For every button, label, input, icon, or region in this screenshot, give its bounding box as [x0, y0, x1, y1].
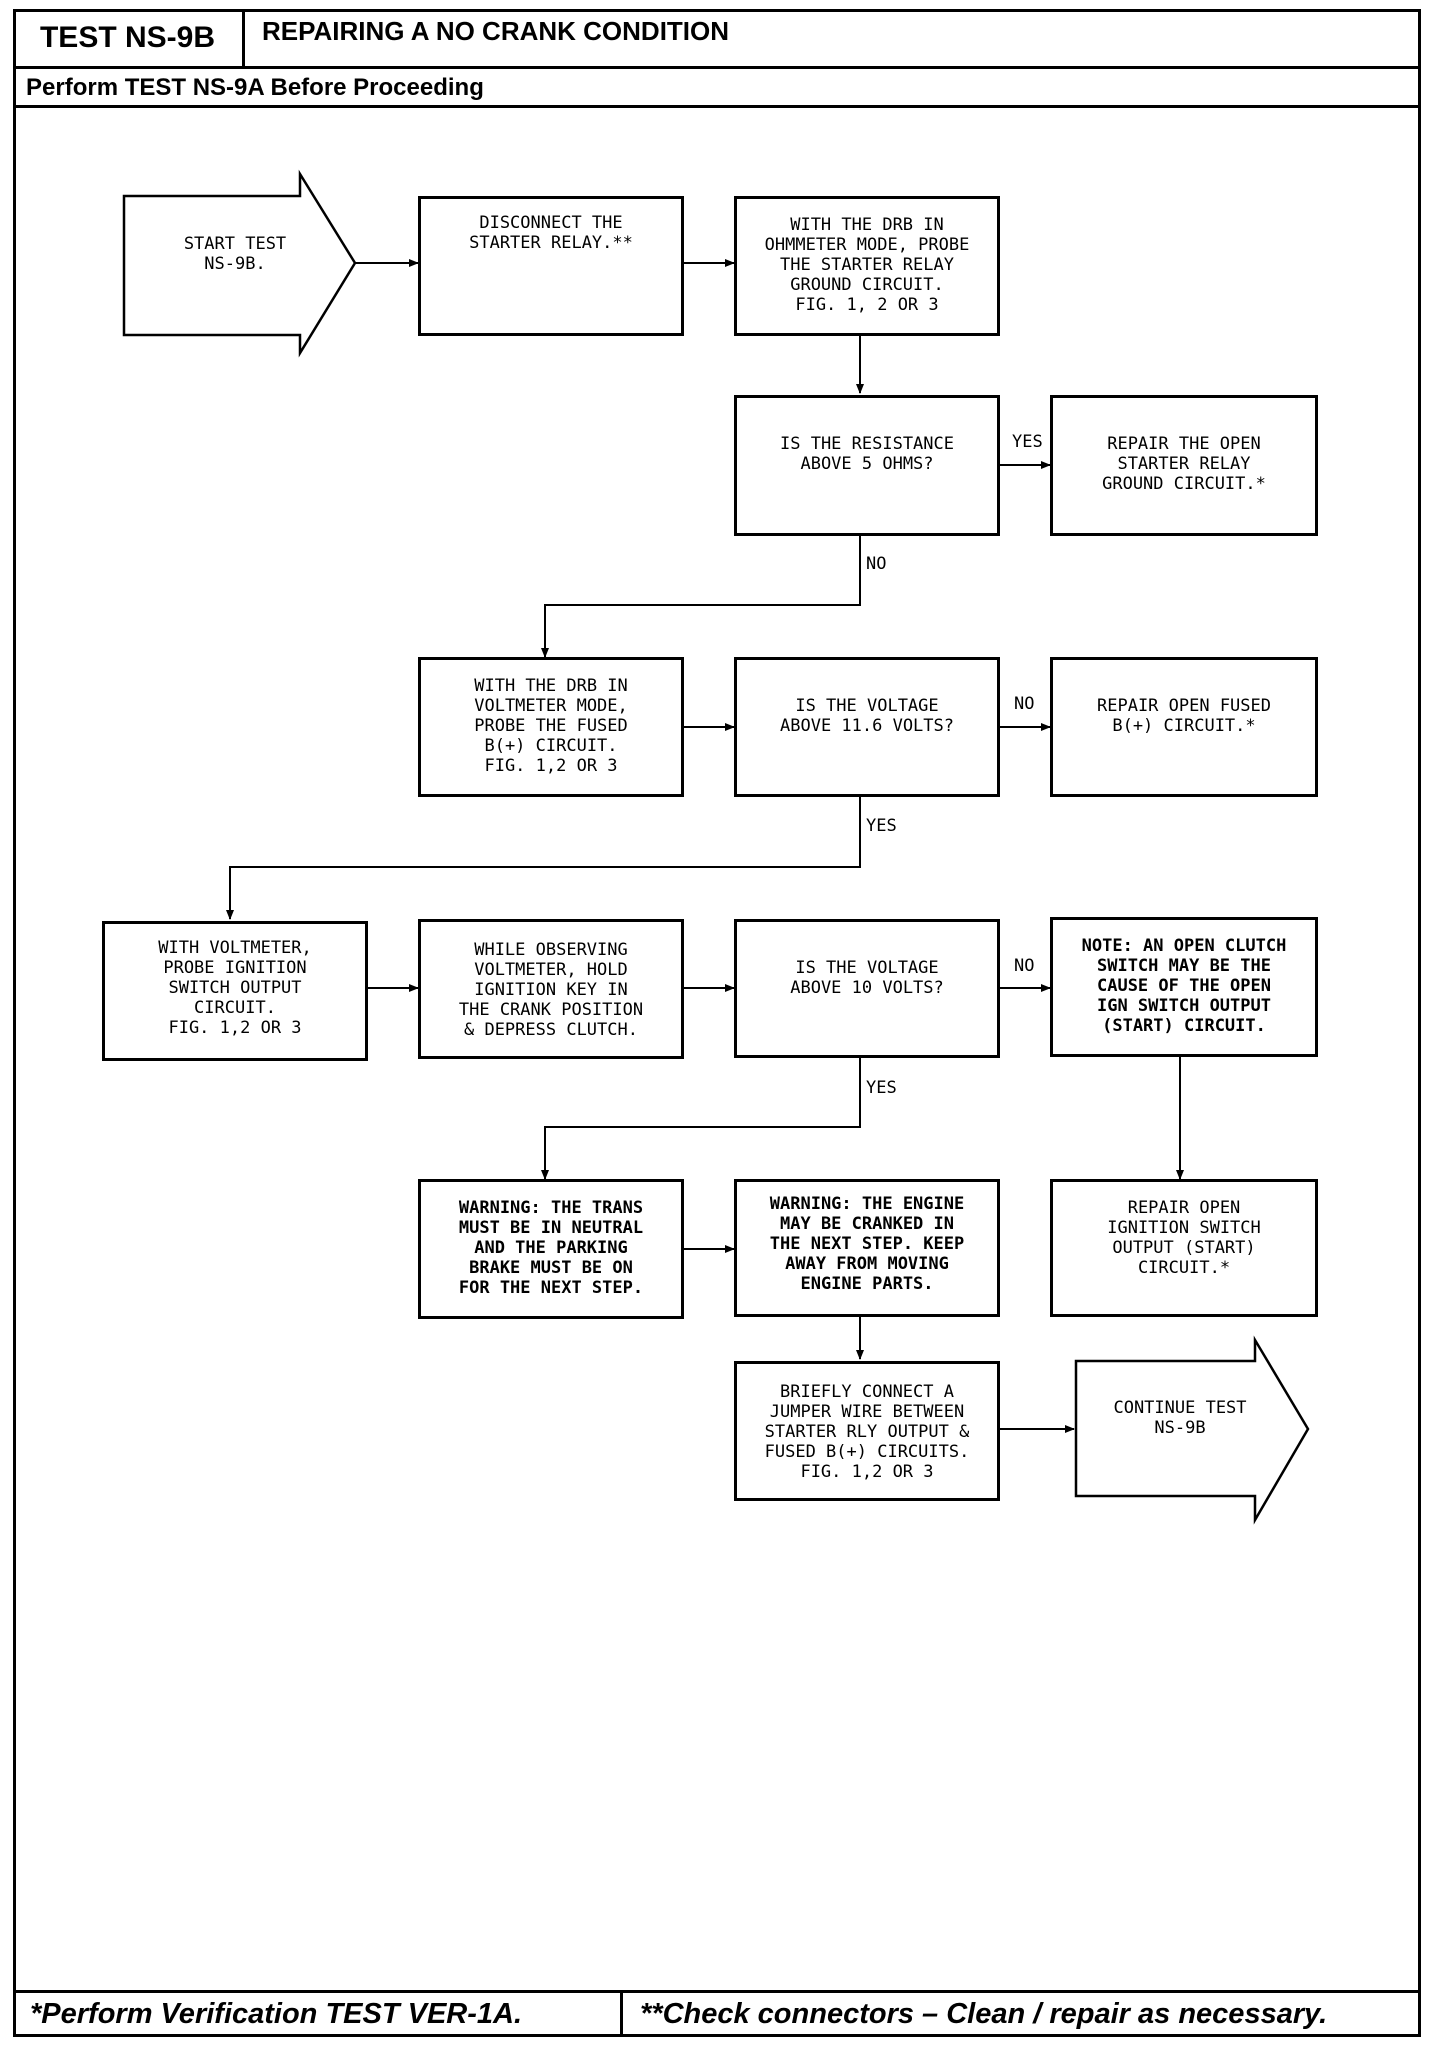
decision-voltage-11-6: IS THE VOLTAGE ABOVE 11.6 VOLTS? — [734, 657, 1000, 797]
step-repair-ground: REPAIR THE OPEN STARTER RELAY GROUND CIR… — [1050, 395, 1318, 536]
page-subtitle: Perform TEST NS-9A Before Proceeding — [26, 74, 484, 101]
decision-resistance: IS THE RESISTANCE ABOVE 5 OHMS? — [734, 395, 1000, 536]
no-label: NO — [866, 554, 887, 574]
continue-test-text: CONTINUE TEST NS-9B — [1113, 1398, 1247, 1438]
footnote-verification: *Perform Verification TEST VER-1A. — [30, 1998, 523, 2030]
header-divider — [245, 66, 1421, 69]
no-label: NO — [1014, 694, 1035, 714]
start-arrow-shape — [122, 169, 357, 358]
footnote-connectors: **Check connectors – Clean / repair as n… — [640, 1998, 1328, 2030]
footer-column-divider — [620, 1990, 623, 2037]
page-title: REPAIRING A NO CRANK CONDITION — [262, 16, 730, 46]
yes-label: YES — [866, 816, 897, 836]
step-observe-voltmeter: WHILE OBSERVING VOLTMETER, HOLD IGNITION… — [418, 919, 684, 1059]
step-probe-ignition: WITH VOLTMETER, PROBE IGNITION SWITCH OU… — [102, 921, 368, 1061]
continue-arrow-shape — [1074, 1335, 1310, 1525]
step-jumper-wire: BRIEFLY CONNECT A JUMPER WIRE BETWEEN ST… — [734, 1361, 1000, 1501]
header-bottom-divider — [13, 105, 1421, 108]
note-clutch-switch: NOTE: AN OPEN CLUTCH SWITCH MAY BE THE C… — [1050, 917, 1318, 1057]
footer-divider — [13, 1990, 1421, 1993]
start-test-text: START TEST NS-9B. — [183, 234, 287, 274]
step-disconnect-relay: DISCONNECT THE STARTER RELAY.** — [418, 196, 684, 336]
step-repair-ignition: REPAIR OPEN IGNITION SWITCH OUTPUT (STAR… — [1050, 1179, 1318, 1317]
no-label: NO — [1014, 956, 1035, 976]
yes-label: YES — [1012, 432, 1043, 452]
step-ohmmeter-probe: WITH THE DRB IN OHMMETER MODE, PROBE THE… — [734, 196, 1000, 336]
step-repair-fused: REPAIR OPEN FUSED B(+) CIRCUIT.* — [1050, 657, 1318, 797]
warning-engine-cranked: WARNING: THE ENGINE MAY BE CRANKED IN TH… — [734, 1179, 1000, 1317]
test-id: TEST NS-9B — [13, 9, 245, 69]
decision-voltage-10: IS THE VOLTAGE ABOVE 10 VOLTS? — [734, 919, 1000, 1058]
step-voltmeter-fused: WITH THE DRB IN VOLTMETER MODE, PROBE TH… — [418, 657, 684, 797]
page-frame — [13, 9, 1421, 2037]
warning-trans-neutral: WARNING: THE TRANS MUST BE IN NEUTRAL AN… — [418, 1179, 684, 1319]
yes-label: YES — [866, 1078, 897, 1098]
